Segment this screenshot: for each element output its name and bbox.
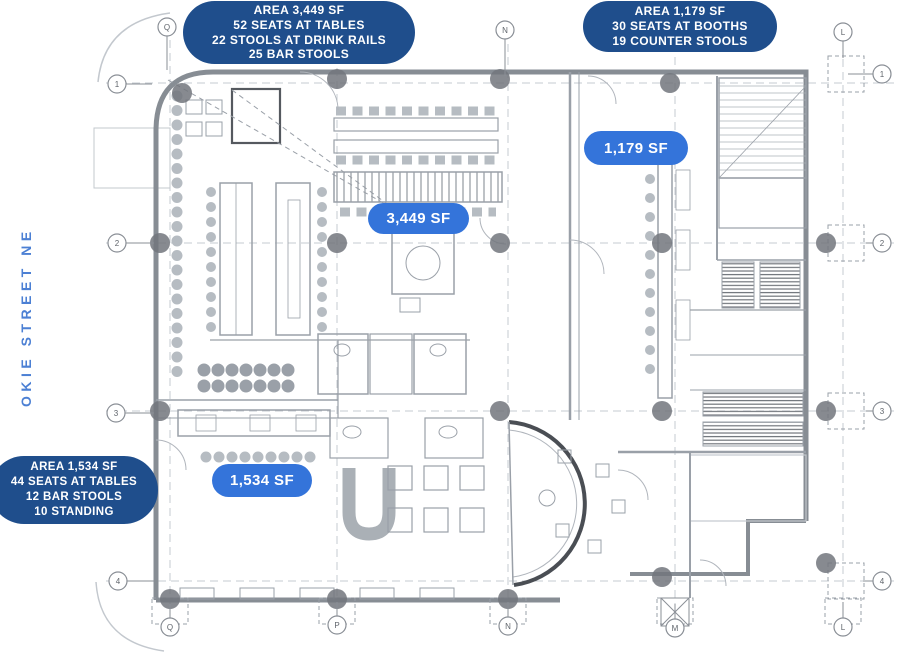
grid-label-right-1: 1 — [880, 70, 885, 79]
grid-label-bottom-n: N — [505, 622, 511, 631]
banner-line: AREA 1,534 SF — [30, 461, 118, 473]
area-banner-counter: AREA 1,179 SF 30 SEATS AT BOOTHS 19 COUN… — [583, 1, 777, 52]
grid-label-bottom-m: M — [672, 624, 679, 633]
street-name-label: OKIE STREET NE — [18, 227, 34, 407]
banner-line: 44 SEATS AT TABLES — [10, 476, 138, 488]
sf-pill-counter: 1,179 SF — [584, 131, 688, 165]
banner-line: 22 STOOLS AT DRINK RAILS — [211, 32, 387, 47]
grid-label-left-4: 4 — [116, 577, 121, 586]
grid-label-bottom-p: P — [334, 621, 339, 630]
column-dots — [150, 69, 836, 609]
exterior-walls — [153, 69, 809, 603]
grid-label-left-2: 2 — [115, 239, 120, 248]
grid-label-top-q: Q — [164, 23, 170, 32]
grid-label-right-2: 2 — [880, 239, 885, 248]
street-curbs — [93, 12, 171, 652]
interior-walls — [156, 72, 806, 598]
stool-rows — [171, 90, 655, 463]
service-bar — [391, 231, 455, 313]
banner-line: 52 SEATS AT TABLES — [233, 17, 365, 32]
stairs — [657, 77, 807, 447]
banner-line: AREA 1,179 SF — [634, 4, 726, 19]
lounge-furniture — [179, 449, 626, 600]
banner-line: 19 COUNTER STOOLS — [612, 33, 748, 48]
banner-line: 10 STANDING — [34, 506, 114, 518]
grid-label-right-3: 3 — [880, 407, 885, 416]
grid-label-top-n: N — [502, 26, 508, 35]
banner-line: 12 BAR STOOLS — [25, 491, 123, 503]
banner-line: AREA 3,449 SF — [253, 3, 345, 18]
banner-line: 25 BAR STOOLS — [248, 47, 350, 62]
grid-label-top-l: L — [841, 28, 846, 37]
grid-label-left-1: 1 — [115, 80, 120, 89]
grid-label-bottom-q: Q — [167, 623, 173, 632]
grid-label-left-3: 3 — [114, 409, 119, 418]
grid-markers: Q N L Q P N M L 1 2 3 4 1 2 3 4 — [106, 17, 892, 638]
curved-glass-wall — [508, 420, 587, 587]
sf-pill-lounge: 1,534 SF — [212, 464, 312, 497]
banner-line: 30 SEATS AT BOOTHS — [612, 19, 748, 34]
dining-tables — [333, 106, 503, 217]
area-banner-lounge: AREA 1,534 SF 44 SEATS AT TABLES 12 BAR … — [0, 456, 158, 524]
area-banner-dining: AREA 3,449 SF 52 SEATS AT TABLES 22 STOO… — [183, 1, 415, 64]
grid-label-right-4: 4 — [880, 577, 885, 586]
grid-marker-circles — [106, 17, 892, 638]
sf-pill-dining: 3,449 SF — [368, 203, 469, 234]
restrooms — [317, 333, 484, 459]
grid-lines — [106, 40, 894, 618]
grid-label-bottom-l: L — [841, 623, 846, 632]
